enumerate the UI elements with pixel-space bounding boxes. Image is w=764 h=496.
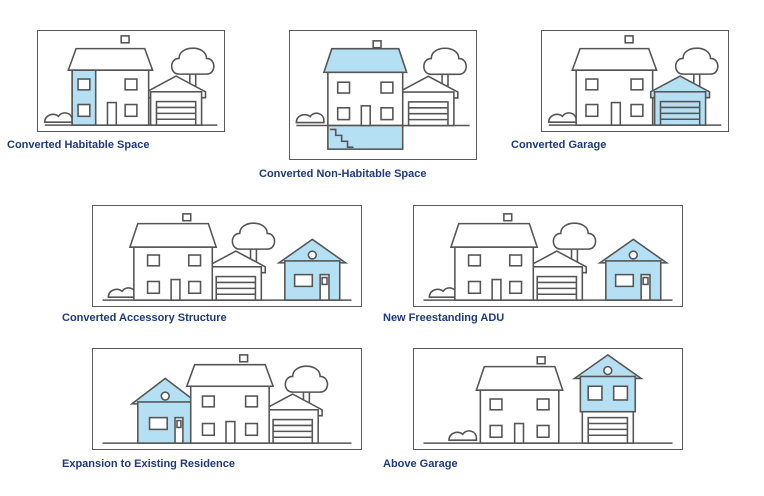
illustration-frame — [541, 30, 729, 132]
card-caption: Converted Garage — [511, 139, 607, 151]
illustration-frame — [37, 30, 225, 132]
card-caption: Above Garage — [383, 458, 458, 470]
house-illustration — [43, 35, 218, 126]
house-illustration — [295, 40, 470, 150]
illustration-frame — [289, 30, 477, 160]
house-illustration — [423, 353, 673, 444]
card-caption: Converted Habitable Space — [7, 139, 150, 151]
house-illustration — [102, 354, 352, 444]
house-illustration — [547, 35, 722, 126]
card-caption: Expansion to Existing Residence — [62, 458, 235, 470]
house-illustration — [102, 213, 352, 301]
illustration-frame — [92, 348, 362, 450]
house-illustration — [423, 213, 673, 301]
illustration-frame — [413, 205, 683, 307]
illustration-frame — [92, 205, 362, 307]
card-caption: Converted Accessory Structure — [62, 312, 227, 324]
illustration-frame — [413, 348, 683, 450]
card-caption: New Freestanding ADU — [383, 312, 505, 324]
card-caption: Converted Non-Habitable Space — [259, 168, 427, 180]
